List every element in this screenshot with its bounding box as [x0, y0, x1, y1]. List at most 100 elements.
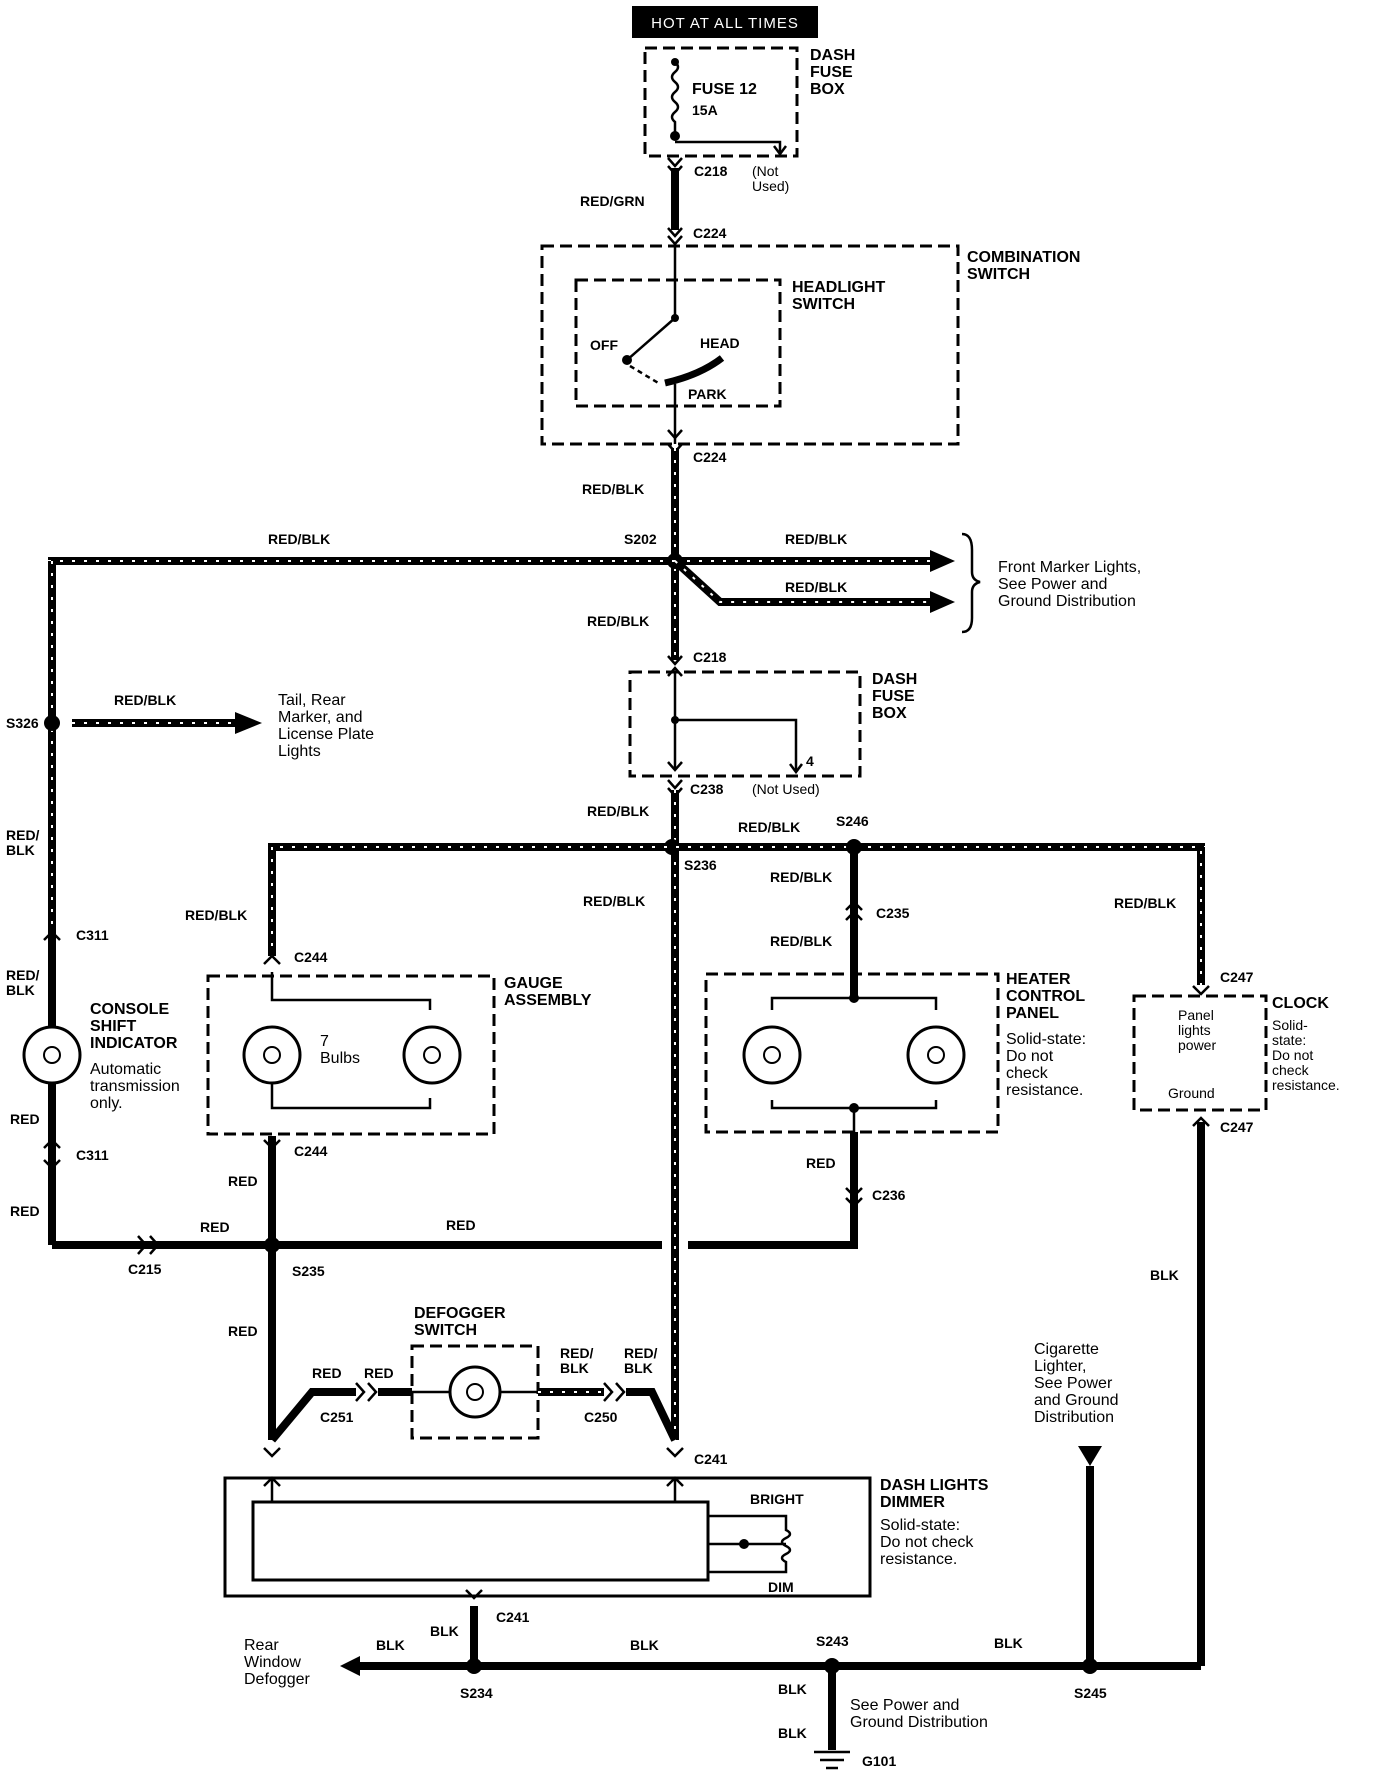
wire-label-red-blk-12: RED/BLK — [185, 907, 247, 923]
clock-box — [1132, 994, 1268, 1112]
wire-label-red-3: RED — [200, 1219, 230, 1235]
switch-park-label: PARK — [688, 386, 727, 402]
wire-label-red-blk-8: RED/BLK — [6, 967, 40, 998]
splice-s326 — [44, 715, 60, 731]
wire-label-blk-2: BLK — [430, 1623, 459, 1639]
wire-label-red-blk-5: RED/BLK — [587, 613, 649, 629]
s235-label: S235 — [292, 1263, 325, 1279]
headlight-switch-park-head-contact — [664, 355, 725, 387]
not-used-mid-label: (Not Used) — [752, 781, 820, 797]
c311-b-label: C311 — [76, 1147, 109, 1163]
wire-label-red-blk-13: RED/BLK — [770, 869, 832, 885]
hot-at-all-times-label: HOT AT ALL TIMES — [651, 15, 799, 32]
wire-label-red-blk-3: RED/BLK — [785, 531, 847, 547]
defogger-switch-bulb — [448, 1365, 502, 1419]
heater-bulb-left — [742, 1025, 802, 1085]
c244-b-label: C244 — [294, 1143, 328, 1159]
wire-label-red-7: RED — [806, 1155, 836, 1171]
console-shift-indicator-bulb — [22, 1025, 82, 1085]
front-marker-brace — [961, 532, 981, 634]
wire-label-red-5: RED — [228, 1173, 258, 1189]
wire-label-blk-7: BLK — [778, 1725, 807, 1741]
c311-a-label: C311 — [76, 927, 109, 943]
dimmer-dim-label: DIM — [768, 1579, 794, 1595]
dimmer-module — [251, 1500, 710, 1582]
c241-a-label: C241 — [694, 1451, 728, 1467]
dash-fuse-box-mid — [628, 670, 862, 778]
dash-lights-dimmer-box — [223, 1476, 872, 1598]
c215-label: C215 — [128, 1261, 162, 1277]
wire-label-red-blk-2: RED/BLK — [268, 531, 330, 547]
s243-label: S243 — [816, 1633, 849, 1649]
headlight-switch-blade — [626, 317, 676, 361]
wire-label-blk-4: BLK — [630, 1637, 659, 1653]
wire-label-red-blk-17: RED/BLK — [624, 1345, 658, 1376]
switch-off-label: OFF — [590, 337, 618, 353]
c236-label: C236 — [872, 1187, 906, 1203]
c238-label: C238 — [690, 781, 724, 797]
fuse-12-symbol — [670, 61, 680, 134]
wire-label-blk-1: BLK — [1150, 1267, 1179, 1283]
dash-fuse-box-top — [643, 46, 799, 158]
wire-label-red-grn: RED/GRN — [580, 193, 645, 209]
gauge-assembly-box — [206, 974, 496, 1136]
c218-mid-label: C218 — [693, 649, 727, 665]
c247-b-label: C247 — [1220, 1119, 1254, 1135]
wire-label-red-blk-11: RED/BLK — [738, 819, 800, 835]
c218-top-label: C218 — [694, 163, 728, 179]
s246-label: S246 — [836, 813, 869, 829]
c224-a-label: C224 — [693, 225, 727, 241]
hot-at-all-times-box — [632, 6, 818, 38]
fuse-12-rating: 15A — [692, 102, 718, 118]
clock-ground-label: Ground — [1168, 1085, 1215, 1101]
wire-label-red-blk-10: RED/BLK — [583, 893, 645, 909]
heater-bulb-right — [906, 1025, 966, 1085]
fuse-12-name: FUSE 12 — [692, 81, 757, 98]
wire-label-red-blk-9: RED/BLK — [587, 803, 649, 819]
c250-label: C250 — [584, 1409, 618, 1425]
wire-label-red-8: RED — [312, 1365, 342, 1381]
c235-label: C235 — [876, 905, 910, 921]
gauge-bulb-left — [242, 1025, 302, 1085]
splice-s235 — [264, 1237, 280, 1253]
s236-label: S236 — [684, 857, 717, 873]
s234-label: S234 — [460, 1685, 493, 1701]
wire-label-red-2: RED — [10, 1203, 40, 1219]
clock-title: CLOCK — [1272, 995, 1329, 1012]
wire-label-red-blk-14: RED/BLK — [770, 933, 832, 949]
combination-switch-box — [540, 244, 960, 446]
g101-label: G101 — [862, 1753, 896, 1769]
s326-label: S326 — [6, 715, 39, 731]
c241-b-label: C241 — [496, 1609, 530, 1625]
wire-label-red-blk-1: RED/BLK — [582, 481, 644, 497]
switch-head-label: HEAD — [700, 335, 740, 351]
pin-4-label: 4 — [806, 753, 814, 769]
gauge-bulb-right — [402, 1025, 462, 1085]
c244-a-label: C244 — [294, 949, 328, 965]
wire-label-red-9: RED — [364, 1365, 394, 1381]
wire-label-red-6: RED — [228, 1323, 258, 1339]
wire-label-blk-5: BLK — [994, 1635, 1023, 1651]
s245-label: S245 — [1074, 1685, 1107, 1701]
dimmer-bright-label: BRIGHT — [750, 1491, 804, 1507]
